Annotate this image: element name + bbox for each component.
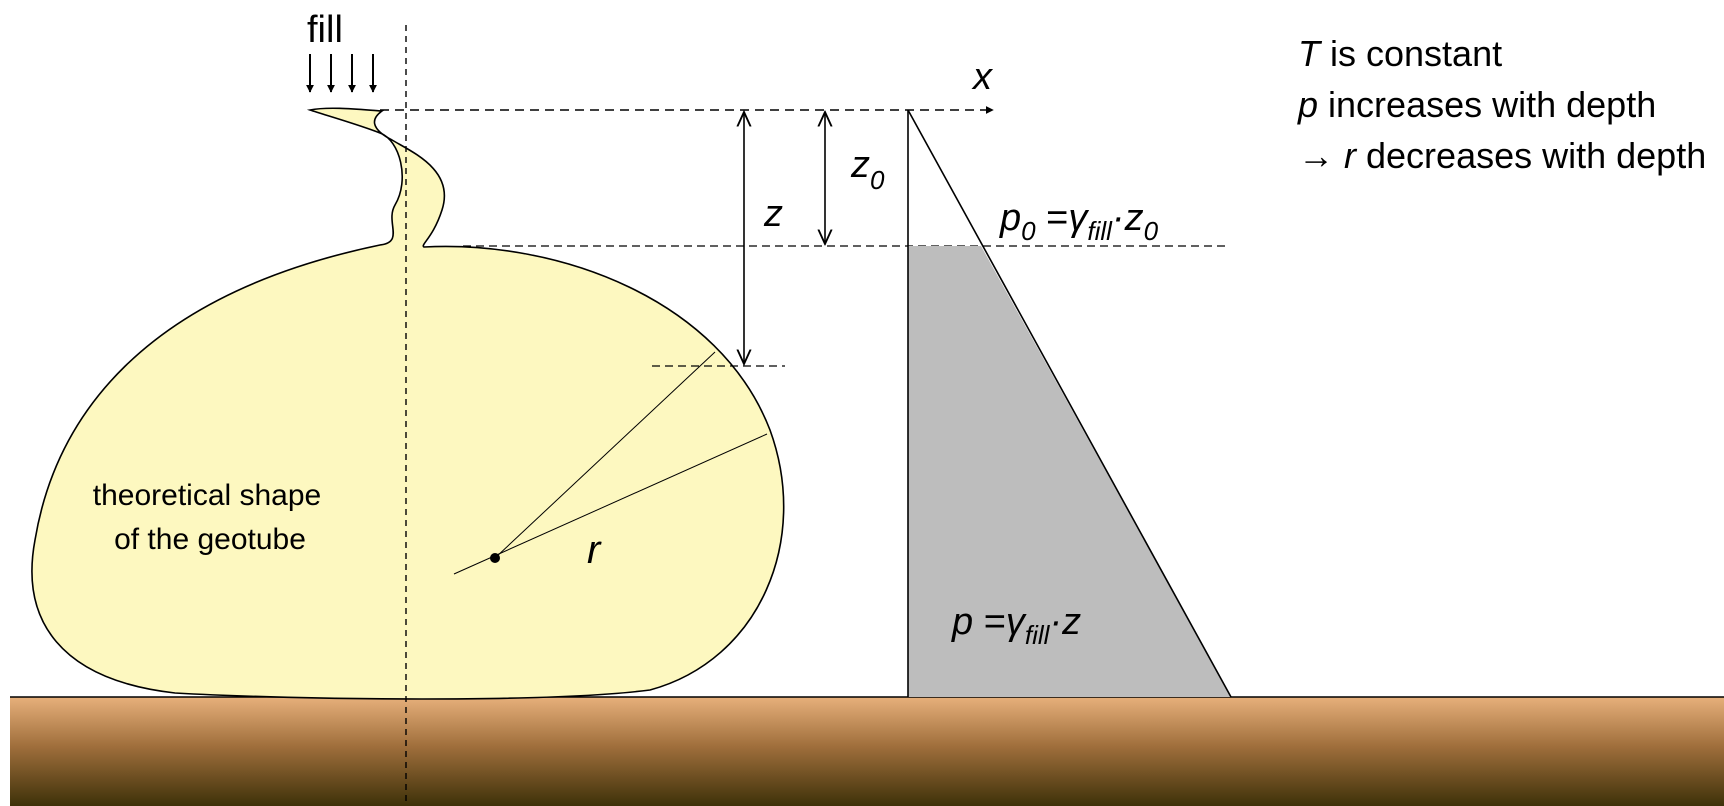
- ground: [10, 697, 1724, 806]
- curvature-normal-line: [494, 351, 716, 559]
- shape-label-line2: of the geotube: [114, 523, 306, 556]
- fill-label: fill: [307, 9, 343, 51]
- note-line-1: T is constant: [1298, 33, 1503, 74]
- z0-label: z0: [850, 144, 885, 195]
- p0-label: p0 =γfill·z0: [999, 197, 1159, 246]
- note-line-3: → r decreases with depth: [1298, 135, 1707, 176]
- p-label: p =γfill·z: [951, 601, 1081, 650]
- geotube-shape: [31, 107, 785, 700]
- radius-line: [453, 433, 768, 575]
- shape-label-line1: theoretical shape: [93, 479, 322, 512]
- pressure-distribution: [908, 246, 1231, 697]
- pressure-slope-line: [907, 109, 1232, 698]
- x-axis-label: x: [971, 56, 994, 98]
- fill-arrows: [306, 54, 377, 93]
- center-of-curvature: [490, 553, 500, 563]
- explanation-notes: T is constant p increases with depth → r…: [1298, 28, 1706, 181]
- z-label: z: [763, 193, 783, 235]
- note-line-2: p increases with depth: [1298, 84, 1657, 125]
- r-label: r: [587, 528, 602, 572]
